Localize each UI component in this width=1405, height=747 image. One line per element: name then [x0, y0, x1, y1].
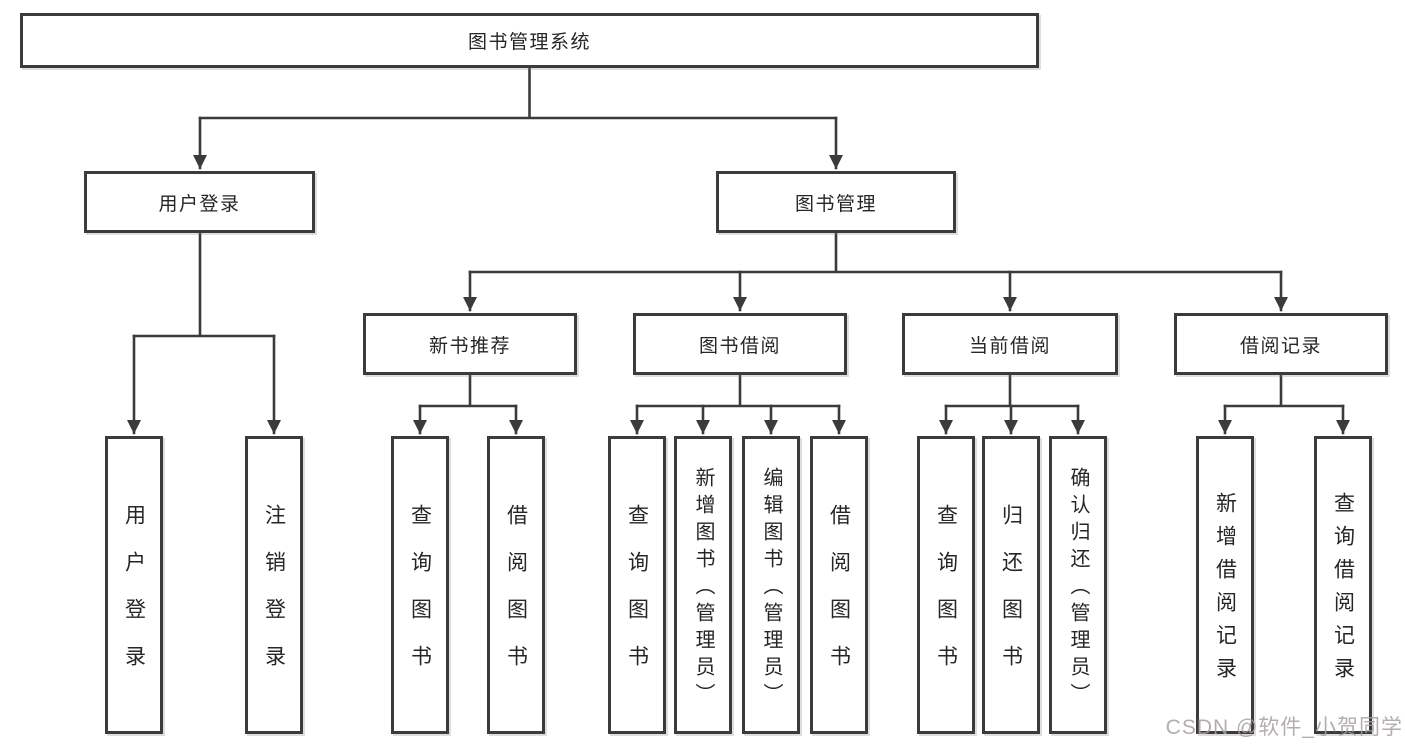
leaf-query-books-borrow: 查询图书 — [608, 436, 666, 734]
leaf-user-login: 用户登录 — [105, 436, 163, 734]
node-user-login: 用户登录 — [84, 171, 315, 233]
connector-path — [132, 66, 1345, 408]
node-label: 当前借阅 — [968, 335, 1051, 357]
leaf-label: 查询图书 — [408, 504, 432, 692]
leaf-query-books-recommend: 查询图书 — [391, 436, 449, 734]
leaf-label: 新增借阅记录 — [1213, 492, 1237, 690]
csdn-watermark: CSDN @软件_小贺同学 — [1165, 716, 1403, 739]
leaf-label: 借阅图书 — [504, 504, 528, 692]
leaf-logout: 注销登录 — [245, 436, 303, 734]
leaf-label: 新增图书（管理员） — [692, 467, 714, 710]
node-new-book-recommend: 新书推荐 — [363, 313, 577, 375]
node-label: 用户登录 — [158, 193, 241, 215]
node-book-borrow: 图书借阅 — [633, 313, 847, 375]
node-borrow-records: 借阅记录 — [1174, 313, 1388, 375]
leaf-label: 借阅图书 — [827, 504, 851, 692]
leaf-label: 归还图书 — [999, 504, 1023, 692]
node-label: 图书管理 — [794, 193, 877, 215]
node-label: 新书推荐 — [428, 335, 511, 357]
leaf-label: 查询借阅记录 — [1331, 492, 1355, 690]
leaf-label: 用户登录 — [122, 504, 146, 692]
leaf-borrow-books-recommend: 借阅图书 — [487, 436, 545, 734]
leaf-query-borrow-record: 查询借阅记录 — [1314, 436, 1372, 734]
leaf-return-books: 归还图书 — [982, 436, 1040, 734]
leaf-label: 查询图书 — [934, 504, 958, 692]
leaf-add-borrow-record: 新增借阅记录 — [1196, 436, 1254, 734]
leaf-confirm-return-admin: 确认归还（管理员） — [1049, 436, 1107, 734]
leaf-edit-books-admin: 编辑图书（管理员） — [742, 436, 800, 734]
leaf-label: 编辑图书（管理员） — [760, 467, 782, 710]
node-library-management-system: 图书管理系统 — [20, 13, 1039, 68]
node-book-management: 图书管理 — [716, 171, 956, 233]
node-label: 借阅记录 — [1239, 335, 1322, 357]
leaf-borrow-books: 借阅图书 — [810, 436, 868, 734]
leaf-add-books-admin: 新增图书（管理员） — [674, 436, 732, 734]
leaf-label: 查询图书 — [625, 504, 649, 692]
leaf-label: 注销登录 — [262, 504, 286, 692]
leaf-label: 确认归还（管理员） — [1067, 467, 1089, 710]
node-label: 图书借阅 — [698, 335, 781, 357]
leaf-query-books-current: 查询图书 — [917, 436, 975, 734]
node-current-borrow: 当前借阅 — [902, 313, 1118, 375]
node-label: 图书管理系统 — [467, 32, 591, 53]
